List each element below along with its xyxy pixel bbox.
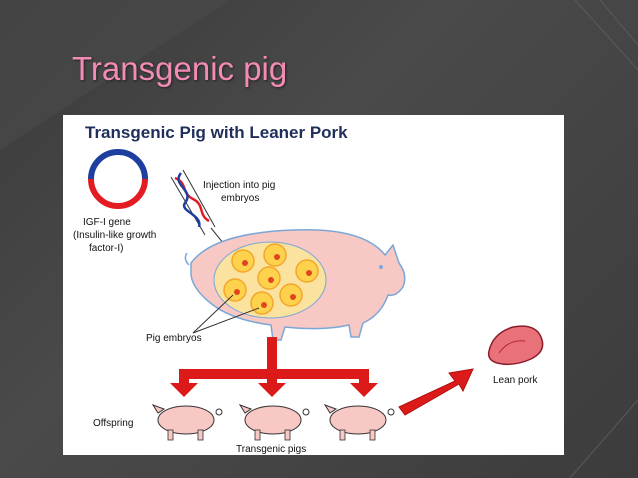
offspring-pig-3 xyxy=(323,404,395,441)
offspring-pig-2 xyxy=(238,404,310,441)
embryos-icon xyxy=(223,243,319,315)
branching-arrow xyxy=(170,337,378,397)
gene-label-line3: factor-I) xyxy=(89,243,123,254)
gene-label-line1: IGF-I gene xyxy=(83,217,131,228)
offspring-pig-1 xyxy=(151,404,223,441)
offspring-label: Offspring xyxy=(93,418,133,429)
transgenic-pig-diagram: Transgenic Pig with Leaner Pork IGF-I ge… xyxy=(63,115,564,455)
plasmid-icon xyxy=(88,149,148,209)
diagram-title: Transgenic Pig with Leaner Pork xyxy=(85,123,348,142)
pork-arrow xyxy=(398,368,474,416)
injection-label-line1: Injection into pig xyxy=(203,180,275,191)
injection-label-line2: embryos xyxy=(221,193,259,204)
transgenic-pigs-label: Transgenic pigs xyxy=(236,444,306,455)
pork-label: Lean pork xyxy=(493,375,538,386)
diagram-canvas: Transgenic Pig with Leaner Pork IGF-I ge… xyxy=(73,123,544,455)
gene-label-line2: (Insulin-like growth xyxy=(73,230,156,241)
embryos-label: Pig embryos xyxy=(146,333,202,344)
slide-title: Transgenic pig xyxy=(72,50,288,87)
lean-pork-icon xyxy=(487,325,544,366)
